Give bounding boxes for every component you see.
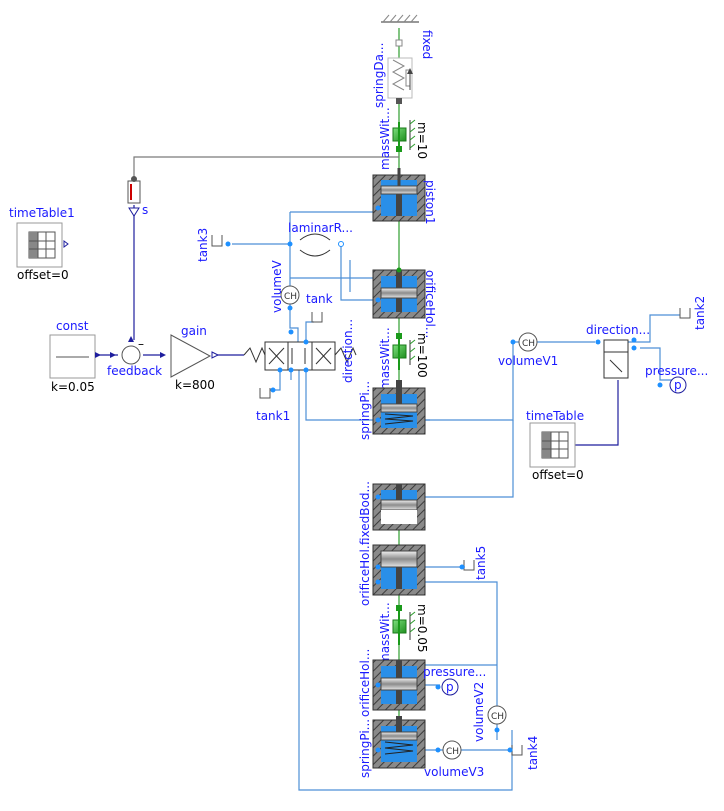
timetable-label: timeTable xyxy=(526,409,584,423)
piston1-label: piston1 xyxy=(423,180,437,225)
laminar-label: laminarR... xyxy=(288,221,353,235)
svg-text:CH: CH xyxy=(284,292,297,302)
timetable-param: offset=0 xyxy=(532,468,584,482)
fixed-body-label: fixedBod... xyxy=(358,481,372,545)
timetable1-label: timeTable1 xyxy=(9,206,75,220)
mass-mid-label: massWit... xyxy=(378,327,392,390)
orifice-top-label: orificeHol... xyxy=(423,270,437,338)
pressure1-label: pressure... xyxy=(645,364,708,378)
sensor-label: s xyxy=(142,203,148,217)
volume-v2[interactable]: CH volumeV2 xyxy=(472,682,507,742)
volume-v1[interactable]: CH volumeV1 xyxy=(498,332,558,368)
tank1-label: tank1 xyxy=(256,409,290,423)
mass-top[interactable]: massWit... m=10 xyxy=(378,107,429,170)
mass-top-label: massWit... xyxy=(378,107,392,170)
tank2-label: tank2 xyxy=(693,296,707,330)
tank5-label: tank5 xyxy=(474,546,488,580)
fixed-body[interactable]: fixedBod... xyxy=(358,481,426,545)
laminar-resistor[interactable]: laminarR... xyxy=(287,221,353,257)
volume-v3-label: volumeV3 xyxy=(424,765,484,779)
tank3[interactable]: tank3 xyxy=(196,228,231,262)
direction-valve-1[interactable]: direction... xyxy=(243,319,357,383)
pressure-sensor-2[interactable]: p pressure... xyxy=(423,665,486,696)
tank2[interactable]: tank2 xyxy=(679,296,707,330)
const-block[interactable]: const k=0.05 xyxy=(49,319,101,394)
volume-v-label: volumeV xyxy=(270,260,284,313)
spring-piston-2[interactable]: springPi... xyxy=(358,716,426,778)
volume-v1-label: volumeV1 xyxy=(498,354,558,368)
spring-damper-label: springDa... xyxy=(372,43,386,108)
spring-pi2-label: springPi... xyxy=(358,719,372,778)
orifice-mid[interactable]: orificeHol... xyxy=(358,538,426,606)
timetable-block[interactable]: timeTable offset=0 xyxy=(526,409,584,482)
const-param: k=0.05 xyxy=(51,380,95,394)
valve2-label: direction... xyxy=(586,323,650,337)
tank4[interactable]: tank4 xyxy=(507,736,541,770)
mass-mid[interactable]: massWit... m=100 xyxy=(378,327,429,390)
tank4-label: tank4 xyxy=(526,736,540,770)
feedback-minus: – xyxy=(138,337,144,351)
volume-v2-label: volumeV2 xyxy=(472,682,486,742)
mass-low-label: massWit... xyxy=(378,602,392,665)
fixed-support: fixed xyxy=(381,14,434,59)
pressure2-label: pressure... xyxy=(423,665,486,679)
valve-label: direction... xyxy=(341,319,355,383)
tank1[interactable]: tank1 xyxy=(256,387,290,424)
pressure2-glyph: p xyxy=(446,680,454,694)
mass-mid-param: m=100 xyxy=(415,333,429,378)
mass-low-param: m=0.05 xyxy=(415,604,429,652)
mass-top-param: m=10 xyxy=(415,122,429,159)
volume-v3[interactable]: CH volumeV3 xyxy=(424,740,484,779)
pressure1-glyph: p xyxy=(674,378,682,392)
const-label: const xyxy=(56,319,89,333)
spring-piston-label: springPi... xyxy=(358,381,372,440)
spring-damper[interactable]: springDa... xyxy=(372,43,413,108)
direction-valve-2[interactable]: direction... xyxy=(586,323,650,379)
timetable1-param: offset=0 xyxy=(17,268,69,282)
feedback-label: feedback xyxy=(107,364,162,378)
pressure-sensor-1[interactable]: p pressure... xyxy=(645,364,708,394)
orifice-low-label: orificeHol... xyxy=(358,649,372,717)
volume-v[interactable]: CH volumeV xyxy=(270,260,300,313)
gain-label: gain xyxy=(181,324,207,338)
spring-piston[interactable]: springPi... xyxy=(358,380,426,440)
timetable1-block[interactable]: timeTable1 offset=0 xyxy=(9,206,75,282)
piston1[interactable]: piston1 xyxy=(372,168,437,225)
svg-text:CH: CH xyxy=(491,712,504,722)
gain-block[interactable]: gain k=800 xyxy=(160,324,220,392)
position-sensor[interactable]: s xyxy=(127,176,148,217)
fixed-label: fixed xyxy=(420,30,434,59)
mass-low[interactable]: massWit... m=0.05 xyxy=(378,602,429,665)
tank5[interactable]: tank5 xyxy=(459,546,489,580)
tank-label: tank xyxy=(306,292,333,306)
tank[interactable]: tank xyxy=(306,292,333,323)
orifice-low[interactable]: orificeHol... xyxy=(358,649,426,717)
orifice-top[interactable]: orificeHol... xyxy=(372,267,437,339)
tank3-label: tank3 xyxy=(196,228,210,262)
hydraulic-wires xyxy=(232,211,680,791)
feedback-block[interactable]: – feedback xyxy=(107,336,162,378)
gain-param: k=800 xyxy=(175,378,215,392)
svg-text:CH: CH xyxy=(522,339,535,349)
orifice-mid-label: orificeHol... xyxy=(358,538,372,606)
svg-text:CH: CH xyxy=(446,747,459,757)
